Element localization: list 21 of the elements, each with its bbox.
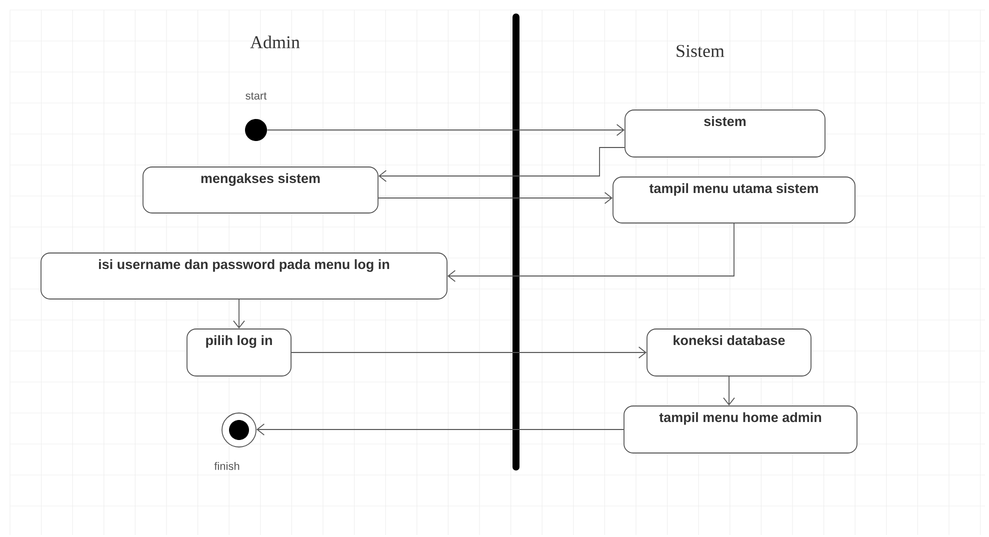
activity-box: tampil menu home admin: [624, 406, 858, 454]
activity-box: isi username dan password pada menu log in: [40, 252, 448, 300]
node-caption: start: [246, 92, 267, 100]
arrow: [291, 346, 647, 358]
lane-heading: Sistem: [676, 44, 724, 58]
arrow: [723, 376, 735, 406]
arrow: [447, 223, 734, 282]
lane-heading: Admin: [250, 36, 300, 48]
arrow: [233, 299, 245, 329]
activity-box: mengakses sistem: [142, 166, 378, 214]
arrow: [378, 192, 613, 204]
activity-box: tampil menu utama sistem: [612, 176, 856, 224]
final-node: [222, 412, 256, 448]
initial-node: [245, 119, 267, 141]
arrow: [378, 147, 625, 182]
activity-box: pilih log in: [186, 328, 292, 376]
arrow: [266, 124, 625, 136]
arrow: [256, 424, 624, 436]
activity-box: sistem: [624, 110, 826, 158]
node-caption: finish: [214, 462, 240, 470]
activity-box: koneksi database: [646, 328, 812, 376]
